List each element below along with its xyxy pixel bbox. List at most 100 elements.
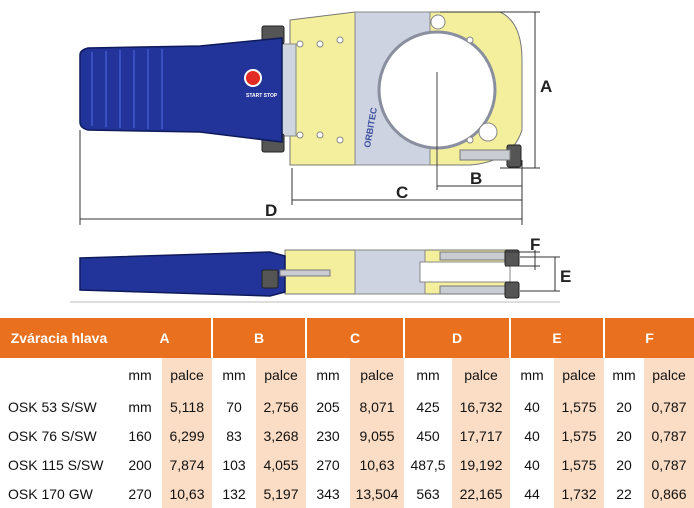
- value-cell: 9,055: [350, 421, 404, 450]
- value-cell: 1,732: [554, 479, 604, 508]
- dim-d: [79, 130, 523, 225]
- value-cell: 0,787: [644, 421, 694, 450]
- group-header: D: [403, 318, 510, 358]
- value-cell: 20: [616, 427, 632, 444]
- value-cell: 19,192: [452, 450, 510, 479]
- unit-cell: palce: [452, 358, 510, 392]
- value-cell: 2,756: [256, 392, 306, 421]
- connector-block: [281, 43, 297, 137]
- value-cell: 22,165: [452, 479, 510, 508]
- group-header: E: [509, 318, 604, 358]
- value-cell: 0,866: [644, 479, 694, 508]
- dim-b-label: B: [470, 169, 482, 188]
- model-cell: OSK 53 S/SW: [8, 398, 97, 415]
- dim-a: [440, 11, 540, 169]
- dim-c-label: C: [396, 183, 408, 202]
- value-cell: 16,732: [452, 392, 510, 421]
- unit-cell: palce: [256, 358, 306, 392]
- units-corner: [0, 358, 118, 392]
- value-cell: 487,5: [410, 456, 446, 473]
- value-cell: 44: [524, 485, 540, 502]
- value-cell: 20: [616, 398, 632, 415]
- value-cell: 205: [316, 398, 340, 415]
- unit-cell: mm: [128, 367, 152, 383]
- value-cell: 40: [524, 398, 540, 415]
- unit-cell: palce: [350, 358, 404, 392]
- value-cell: 13,504: [350, 479, 404, 508]
- model-cell: OSK 115 S/SW: [8, 456, 104, 473]
- dim-e-label: E: [560, 267, 571, 286]
- value-cell: 103: [222, 456, 246, 473]
- unit-cell: mm: [222, 367, 246, 383]
- value-cell: 20: [616, 456, 632, 473]
- gas-rod: [459, 149, 511, 161]
- dim-d-label: D: [265, 201, 277, 220]
- value-cell: 83: [226, 427, 242, 444]
- side-inner: [419, 261, 511, 283]
- start-stop-label: START STOP: [246, 93, 278, 99]
- table-row: OSK 115 S/SW 200 7,874 103 4,055 270 10,63 487,…: [0, 450, 694, 479]
- unit-cell: mm: [520, 367, 544, 383]
- unit-cell: mm: [316, 367, 340, 383]
- spec-table: Zváracia hlava A B C D E F mm palce mm p…: [0, 318, 694, 508]
- value-cell: 7,874: [162, 450, 212, 479]
- value-cell: 132: [222, 485, 246, 502]
- dim-f: [505, 250, 540, 270]
- value-cell: 1,575: [554, 421, 604, 450]
- side-plate: [354, 249, 426, 295]
- value-cell: 40: [524, 427, 540, 444]
- units-row: mm palce mm palce mm palce mm palce mm p…: [0, 358, 694, 392]
- value-cell: 1,575: [554, 392, 604, 421]
- unit-cell: mm: [612, 367, 636, 383]
- value-cell: mm: [128, 398, 152, 415]
- value-cell: 10,63: [162, 479, 212, 508]
- value-cell: 425: [416, 398, 440, 415]
- value-cell: 5,197: [256, 479, 306, 508]
- unit-cell: mm: [416, 367, 440, 383]
- group-header: F: [603, 318, 694, 358]
- value-cell: 160: [128, 427, 152, 444]
- technical-drawing: START STOP ORBITEC A B C D: [70, 11, 571, 303]
- handle: [79, 37, 283, 143]
- header-title: Zváracia hlava: [0, 318, 118, 358]
- value-cell: 10,63: [350, 450, 404, 479]
- model-cell: OSK 170 GW: [8, 485, 93, 502]
- group-header: C: [305, 318, 404, 358]
- value-cell: 3,268: [256, 421, 306, 450]
- value-cell: 70: [226, 398, 242, 415]
- handle-ribs: [91, 49, 163, 129]
- table-row: OSK 76 S/SW 160 6,299 83 3,268 230 9,055 450 17,…: [0, 421, 694, 450]
- side-caps: [261, 249, 520, 299]
- value-cell: 1,575: [554, 450, 604, 479]
- head-holes: [296, 14, 498, 144]
- model-cell: OSK 76 S/SW: [8, 427, 97, 444]
- group-header: B: [211, 318, 306, 358]
- dim-f-label: F: [530, 235, 540, 254]
- value-cell: 5,118: [162, 392, 212, 421]
- header-row: Zváracia hlava A B C D E F: [0, 318, 694, 358]
- unit-cell: palce: [554, 358, 604, 392]
- dim-c: [291, 168, 522, 205]
- side-handle: [79, 251, 286, 297]
- value-cell: 0,787: [644, 450, 694, 479]
- group-header: A: [118, 318, 212, 358]
- value-cell: 343: [316, 485, 340, 502]
- value-cell: 200: [128, 456, 152, 473]
- value-cell: 40: [524, 456, 540, 473]
- dim-e: [520, 256, 560, 292]
- dim-b: [437, 160, 523, 200]
- value-cell: 270: [316, 456, 340, 473]
- value-cell: 450: [416, 427, 440, 444]
- start-stop-button: [244, 69, 262, 87]
- value-cell: 230: [316, 427, 340, 444]
- unit-cell: palce: [644, 358, 694, 392]
- value-cell: 6,299: [162, 421, 212, 450]
- value-cell: 0,787: [644, 392, 694, 421]
- value-cell: 17,717: [452, 421, 510, 450]
- unit-cell: palce: [162, 358, 212, 392]
- value-cell: 4,055: [256, 450, 306, 479]
- dim-a-label: A: [540, 77, 552, 96]
- value-cell: 22: [616, 485, 632, 502]
